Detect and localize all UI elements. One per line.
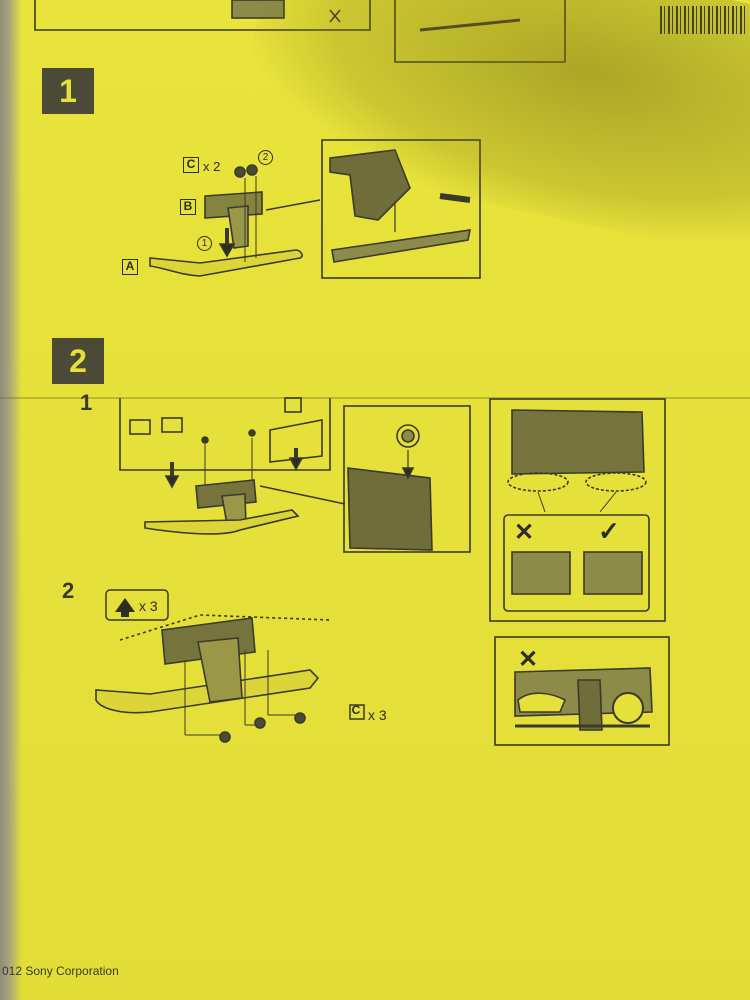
step-2-badge: 2	[52, 338, 104, 384]
sheet-edge-shadow	[0, 0, 22, 1000]
part-c-quantity-2: x 3	[368, 707, 387, 723]
handling-panel	[489, 398, 666, 622]
part-label-c: C	[183, 157, 199, 173]
tv-bottom-outline	[119, 398, 331, 471]
lift-up-icon	[115, 598, 135, 617]
warning-panel	[494, 636, 670, 746]
part-c-quantity: x 2	[203, 159, 221, 174]
step-1-badge: 1	[42, 68, 94, 114]
part-label-a: A	[122, 259, 138, 275]
substep-2-2-number: 2	[62, 578, 75, 603]
part-label-c-2: C	[351, 703, 361, 717]
sequence-marker-1: 1	[197, 236, 212, 251]
warning-wrong-mark: ✕	[518, 646, 539, 673]
substep-2-1-number: 1	[80, 390, 93, 415]
lift-callout-box	[105, 589, 169, 621]
detail-inset-2	[343, 405, 471, 553]
copyright-text: 012 Sony Corporation	[2, 964, 119, 978]
sequence-marker-2: 2	[258, 150, 273, 165]
wrong-mark: ✕	[514, 519, 535, 546]
stand-base-final	[95, 669, 320, 714]
handling-subpanel	[503, 514, 650, 612]
paper-fold-line	[0, 397, 750, 399]
stand-base-a	[149, 249, 303, 277]
right-mark: ✓	[598, 516, 620, 546]
part-label-b: B	[180, 199, 196, 215]
lift-quantity: x 3	[139, 598, 158, 614]
